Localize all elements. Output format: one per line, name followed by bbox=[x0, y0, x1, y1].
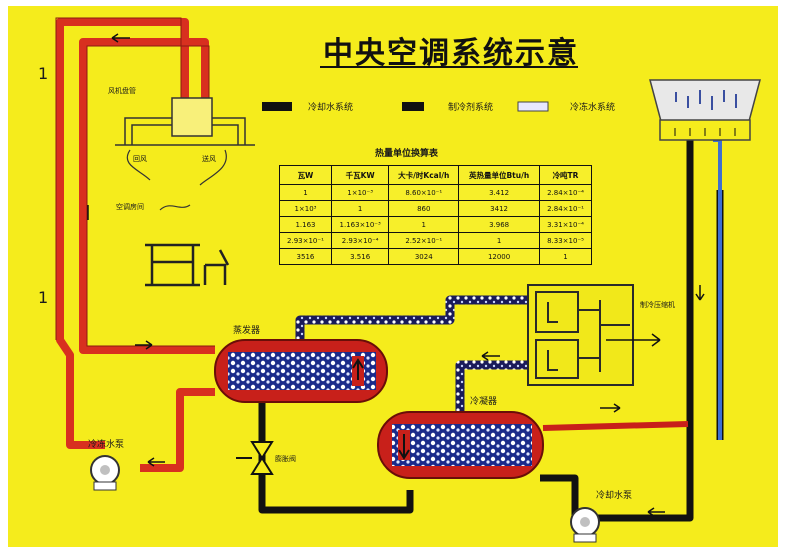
chilled-pump-label: 冷冻水泵 bbox=[88, 440, 125, 450]
supply-air-label: 送风 bbox=[202, 155, 216, 163]
legend-cooling-swatch bbox=[262, 102, 292, 111]
flow-arrows bbox=[87, 33, 705, 517]
table-cell: 3.412 bbox=[458, 184, 541, 201]
chilled-pump bbox=[90, 455, 120, 491]
table-cell: 2.93×10⁻¹ bbox=[279, 232, 332, 249]
compressor-label: 制冷压缩机 bbox=[640, 301, 675, 309]
table-cell: 1 bbox=[330, 200, 390, 217]
legend-cooling-label: 冷却水系统 bbox=[308, 103, 354, 113]
table-title: 热量单位换算表 bbox=[375, 149, 439, 159]
title-underline bbox=[320, 66, 578, 68]
table-cell: 12000 bbox=[458, 248, 541, 265]
table-cell: 1 bbox=[539, 248, 592, 265]
table-cell: 2.84×10⁻¹ bbox=[539, 200, 592, 217]
table-cell: 1.163 bbox=[279, 216, 332, 233]
table-cell: 1×10⁻³ bbox=[330, 184, 390, 201]
conversion-table: 瓦W 千瓦KW 大卡/时Kcal/h 英热量单位Btu/h 冷吨TR 1 1×1… bbox=[279, 165, 592, 265]
table-header-cell: 千瓦KW bbox=[330, 165, 390, 185]
cooling-pump-label: 冷却水泵 bbox=[596, 491, 633, 501]
table-header-cell: 冷吨TR bbox=[539, 165, 592, 185]
table-row: 3516 3.516 3024 12000 1 bbox=[279, 248, 592, 265]
table-cell: 2.93×10⁻⁴ bbox=[330, 232, 390, 249]
table-row: 1×10³ 1 860 3412 2.84×10⁻¹ bbox=[279, 200, 592, 217]
room-air-arrows bbox=[126, 149, 227, 211]
table-header-cell: 瓦W bbox=[279, 165, 332, 185]
diagram-title: 中央空调系统示意 bbox=[323, 36, 579, 71]
table-cell: 3.968 bbox=[458, 216, 541, 233]
condenser bbox=[377, 411, 689, 479]
cooling-tower bbox=[649, 79, 761, 141]
table-cell: 8.60×10⁻¹ bbox=[388, 184, 460, 201]
expansion-valve bbox=[236, 441, 274, 475]
table-cell: 3.516 bbox=[330, 248, 390, 265]
return-air-label: 回风 bbox=[133, 155, 147, 163]
fan-coil-unit bbox=[115, 97, 255, 146]
legend-chilled-swatch bbox=[517, 101, 549, 112]
legend-cooling-swatch-2 bbox=[402, 102, 424, 111]
table-row: 1.163 1.163×10⁻³ 1 3.968 3.31×10⁻⁴ bbox=[279, 216, 592, 233]
room-air-label: 空调房间 bbox=[116, 203, 144, 211]
legend-chilled-label: 冷冻水系统 bbox=[570, 103, 616, 113]
table-cell: 1 bbox=[279, 184, 332, 201]
table-row: 2.93×10⁻¹ 2.93×10⁻⁴ 2.52×10⁻¹ 1 8.33×10⁻… bbox=[279, 232, 592, 249]
refrigerant-pipes bbox=[295, 295, 535, 420]
table-cell: 3412 bbox=[458, 200, 541, 217]
table-cell: 2.52×10⁻¹ bbox=[388, 232, 460, 249]
table-cell: 860 bbox=[388, 200, 460, 217]
table-cell: 3024 bbox=[388, 248, 460, 265]
flow-mark-2: 1 bbox=[38, 288, 49, 307]
fan-coil-label: 风机盘管 bbox=[108, 87, 136, 95]
table-cell: 1×10³ bbox=[279, 200, 332, 217]
table-header-cell: 英热量单位Btu/h bbox=[458, 165, 541, 185]
table-cell: 8.33×10⁻⁵ bbox=[539, 232, 592, 249]
compressor bbox=[527, 284, 634, 386]
flow-mark-1: 1 bbox=[38, 64, 49, 83]
table-cell: 1 bbox=[388, 216, 460, 233]
table-cell: 3.31×10⁻⁴ bbox=[539, 216, 592, 233]
table-row: 1 1×10⁻³ 8.60×10⁻¹ 3.412 2.84×10⁻⁴ bbox=[279, 184, 592, 201]
cooling-pump bbox=[570, 507, 600, 543]
expansion-valve-label: 膨胀阀 bbox=[275, 455, 296, 463]
table-cell: 3516 bbox=[279, 248, 332, 265]
evaporator-label: 蒸发器 bbox=[233, 326, 261, 336]
furniture-icon bbox=[145, 243, 230, 287]
table-cell: 1 bbox=[458, 232, 541, 249]
table-cell: 1.163×10⁻³ bbox=[330, 216, 390, 233]
table-header-row: 瓦W 千瓦KW 大卡/时Kcal/h 英热量单位Btu/h 冷吨TR bbox=[279, 165, 592, 185]
table-cell: 2.84×10⁻⁴ bbox=[539, 184, 592, 201]
table-header-cell: 大卡/时Kcal/h bbox=[388, 165, 460, 185]
evaporator bbox=[214, 339, 388, 403]
chilled-water-pipes bbox=[56, 18, 215, 472]
condenser-label: 冷凝器 bbox=[470, 397, 498, 407]
legend-refrigerant-label: 制冷剂系统 bbox=[448, 103, 494, 113]
